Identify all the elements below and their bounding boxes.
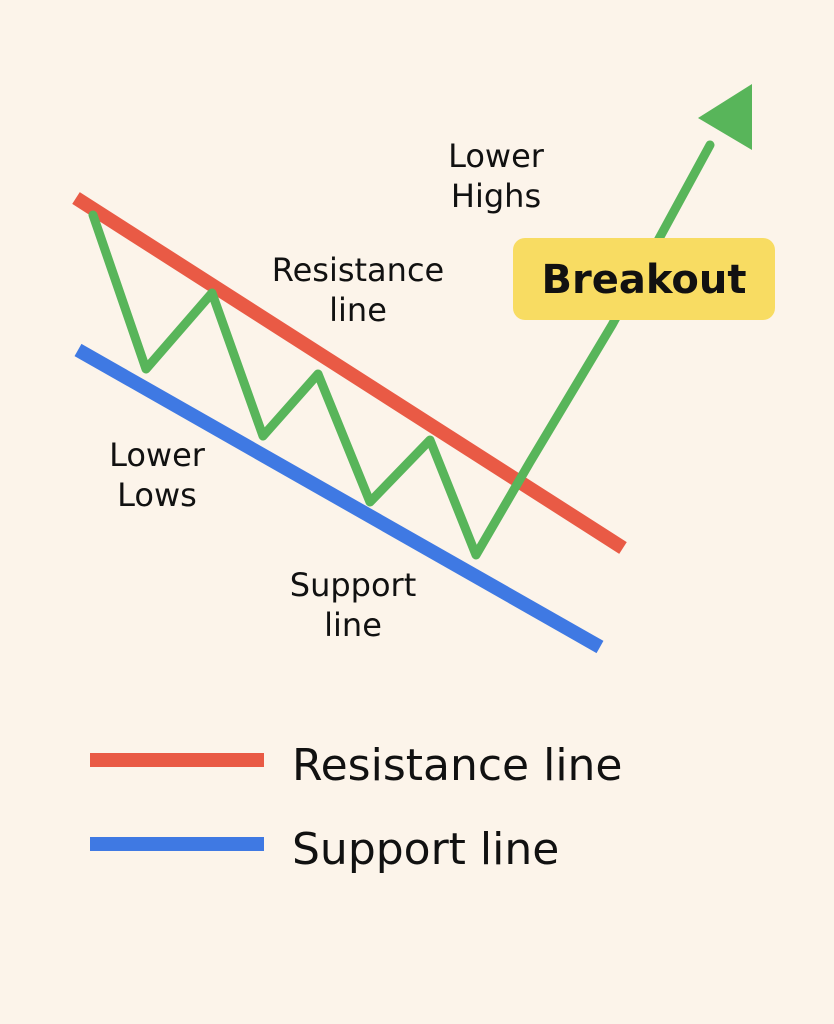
legend-label-support: Support line xyxy=(292,824,559,875)
lower-highs-label-line2: Highs xyxy=(451,177,541,215)
resistance-label-line1: Resistance xyxy=(272,251,444,289)
lower-lows-label-line1: Lower xyxy=(109,436,206,474)
lower-lows-label-line2: Lows xyxy=(117,476,197,514)
breakout-label: Breakout xyxy=(542,257,747,303)
price-zigzag-line xyxy=(88,140,715,560)
legend-label-resistance: Resistance line xyxy=(292,740,623,791)
support-label-line2: line xyxy=(324,606,382,644)
lower-highs-label-line1: Lower xyxy=(448,137,545,175)
resistance-label-line2: line xyxy=(329,291,387,329)
support-label-line1: Support xyxy=(290,566,417,604)
breakout-badge xyxy=(513,238,775,320)
resistance-trend-line xyxy=(72,192,627,554)
arrow-up-right-icon xyxy=(698,84,752,150)
legend: Resistance line Support line xyxy=(90,740,623,875)
support-trend-line xyxy=(74,343,604,654)
